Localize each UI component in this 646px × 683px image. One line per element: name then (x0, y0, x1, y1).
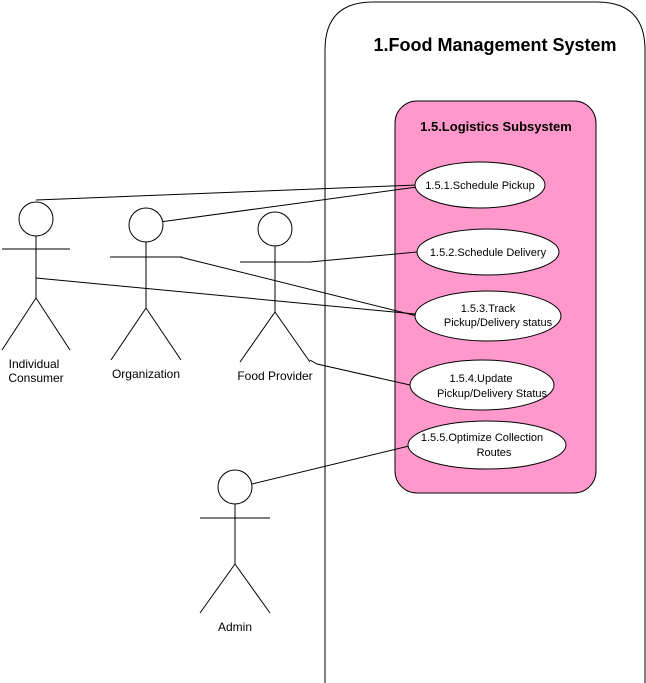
use-case-ellipse (414, 290, 562, 342)
actor-label: Admin (218, 620, 252, 634)
use-case-ellipse (407, 420, 567, 470)
use-case-label: Routes (477, 447, 512, 459)
use-case-label: Pickup/Delivery Status (437, 388, 548, 400)
use-case-ellipse (416, 228, 560, 276)
system-title: 1.Food Management System (373, 35, 616, 55)
use-case-label: 1.5.2.Schedule Delivery (430, 247, 547, 259)
actor-label: Individual (9, 357, 60, 371)
actor-organization[interactable] (110, 207, 182, 361)
assoc-admin-uc5 (251, 445, 410, 485)
use-case-label: 1.5.1.Schedule Pickup (425, 180, 534, 192)
actor-leg (199, 563, 236, 614)
actor-food-provider[interactable] (239, 211, 311, 363)
use-case-uc4[interactable]: 1.5.4.Update Pickup/Delivery Status (409, 359, 555, 411)
associations (35, 184, 418, 485)
actor-head (217, 469, 253, 505)
assoc-organization-uc1 (159, 186, 418, 223)
assoc-foodprovider-uc2 (240, 251, 418, 263)
use-case-label: 1.5.3.Track (461, 303, 516, 315)
actor-head (18, 201, 54, 237)
subsystem-title: 1.5.Logistics Subsystem (420, 119, 572, 134)
actor-leg (35, 297, 71, 351)
assoc-foodprovider-uc4 (309, 359, 411, 386)
use-case-ellipse (414, 161, 546, 209)
actor-leg (110, 307, 147, 361)
use-case-label: Pickup/Delivery status (444, 317, 553, 329)
use-case-uc2[interactable]: 1.5.2.Schedule Delivery (416, 228, 560, 276)
system-boundary (324, 1, 646, 683)
actor-label: Food Provider (237, 369, 312, 383)
actor-head (257, 211, 293, 247)
use-case-label: 1.5.5.Optimize Collection (421, 432, 543, 444)
use-case-label: 1.5.4.Update (450, 373, 513, 385)
actor-leg (145, 307, 182, 361)
actor-admin[interactable] (199, 469, 271, 614)
actor-label: Consumer (8, 371, 63, 385)
actor-head (128, 207, 164, 243)
use-case-uc3[interactable]: 1.5.3.Track Pickup/Delivery status (414, 290, 562, 342)
actor-individual-consumer[interactable] (1, 201, 71, 351)
assoc-individual-uc1 (35, 184, 418, 201)
use-case-uc1[interactable]: 1.5.1.Schedule Pickup (414, 161, 546, 209)
assoc-organization-uc3 (110, 256, 418, 317)
use-case-uc5[interactable]: 1.5.5.Optimize Collection Routes (407, 420, 567, 470)
actor-leg (1, 297, 37, 351)
actor-leg (274, 311, 311, 363)
use-case-ellipse (409, 359, 555, 411)
actor-leg (239, 311, 276, 363)
actor-leg (234, 563, 271, 614)
actor-label: Organization (112, 367, 180, 381)
assoc-individual-uc3 (35, 277, 416, 315)
